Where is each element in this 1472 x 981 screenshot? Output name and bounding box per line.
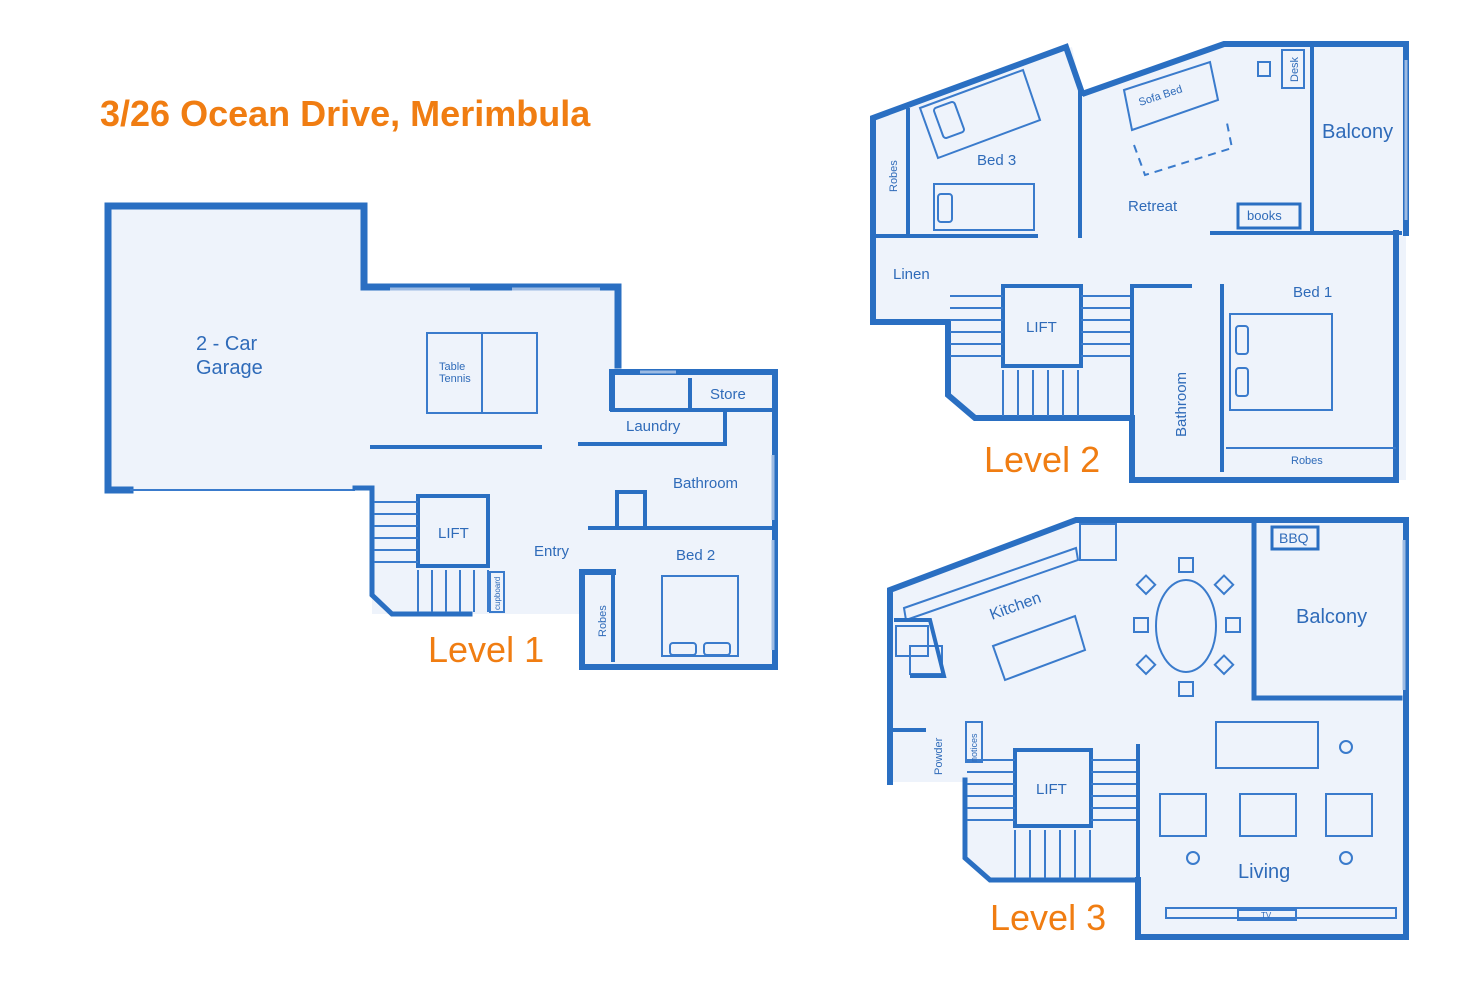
l2-balcony-label: Balcony — [1322, 121, 1393, 143]
l2-robes-label: Robes — [888, 160, 900, 192]
table-tennis-label-line1: Table — [439, 361, 465, 373]
retreat-label: Retreat — [1128, 198, 1178, 215]
notices-label: notices — [969, 733, 979, 762]
laundry-label: Laundry — [626, 418, 681, 435]
l2-bathroom-label: Bathroom — [1173, 372, 1190, 437]
tv-label: TV — [1261, 911, 1272, 920]
level-1-plan: 2 - Car Garage Table Tennis Store Laundr… — [104, 202, 778, 670]
bbq-label: BBQ — [1279, 530, 1309, 546]
l3-balcony-label: Balcony — [1296, 606, 1367, 628]
bed-2-label: Bed 2 — [676, 547, 715, 564]
entry-label: Entry — [534, 543, 570, 560]
linen-label: Linen — [893, 266, 930, 283]
bathroom-label: Bathroom — [673, 475, 738, 492]
level-1-label: Level 1 — [428, 629, 544, 670]
bed-1-label: Bed 1 — [1293, 284, 1332, 301]
level-3-plan: BBQ Kitchen Balcony Powder notices LIFT … — [887, 517, 1409, 940]
l2-lift-label: LIFT — [1026, 319, 1057, 336]
lift-label: LIFT — [438, 525, 469, 542]
garage-label-line1: 2 - Car — [196, 333, 257, 355]
level-3-label: Level 3 — [990, 897, 1106, 938]
property-title: 3/26 Ocean Drive, Merimbula — [100, 93, 591, 134]
level-2-label: Level 2 — [984, 439, 1100, 480]
store-label: Store — [710, 386, 746, 403]
level-2-plan: Robes Bed 3 Sofa Bed Desk Balcony Retrea… — [870, 41, 1409, 483]
desk-label: Desk — [1289, 56, 1301, 82]
table-tennis-label-line2: Tennis — [439, 373, 471, 385]
garage-label-line2: Garage — [196, 357, 263, 379]
books-label: books — [1247, 208, 1282, 223]
l3-lift-label: LIFT — [1036, 781, 1067, 798]
living-label: Living — [1238, 861, 1290, 883]
bed-3-label: Bed 3 — [977, 152, 1016, 169]
powder-label: Powder — [933, 737, 945, 775]
robes-label: Robes — [597, 605, 609, 637]
bed-1-robes-label: Robes — [1291, 455, 1323, 467]
cupboard-label: cupboard — [493, 577, 502, 610]
